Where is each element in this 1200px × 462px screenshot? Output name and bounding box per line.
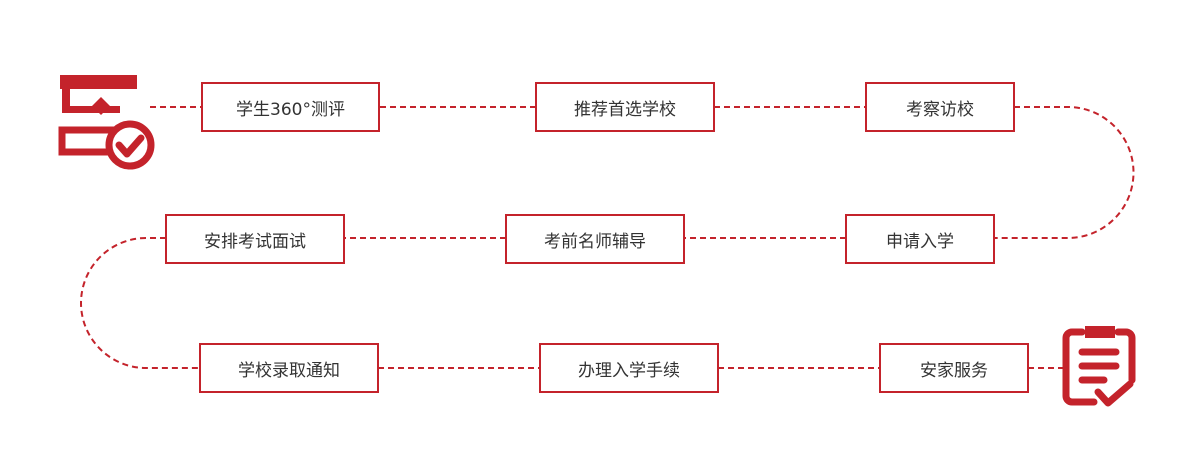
step-student-assessment[interactable]: 学生360°测评 <box>201 82 380 132</box>
step-enrollment-procedures[interactable]: 办理入学手续 <box>539 343 719 393</box>
connector-step3-to-step4 <box>994 106 1135 239</box>
step-recommend-schools[interactable]: 推荐首选学校 <box>535 82 715 132</box>
step-settlement-service[interactable]: 安家服务 <box>879 343 1029 393</box>
step-apply-admission[interactable]: 申请入学 <box>845 214 995 264</box>
connector-step6-to-step7 <box>80 237 200 369</box>
clipboard-check-icon <box>1062 326 1136 407</box>
step-school-visit[interactable]: 考察访校 <box>865 82 1015 132</box>
step-arrange-exam-interview[interactable]: 安排考试面试 <box>165 214 345 264</box>
checklist-check-icon <box>58 75 155 170</box>
step-admission-notice[interactable]: 学校录取通知 <box>199 343 379 393</box>
step-exam-tutoring[interactable]: 考前名师辅导 <box>505 214 685 264</box>
